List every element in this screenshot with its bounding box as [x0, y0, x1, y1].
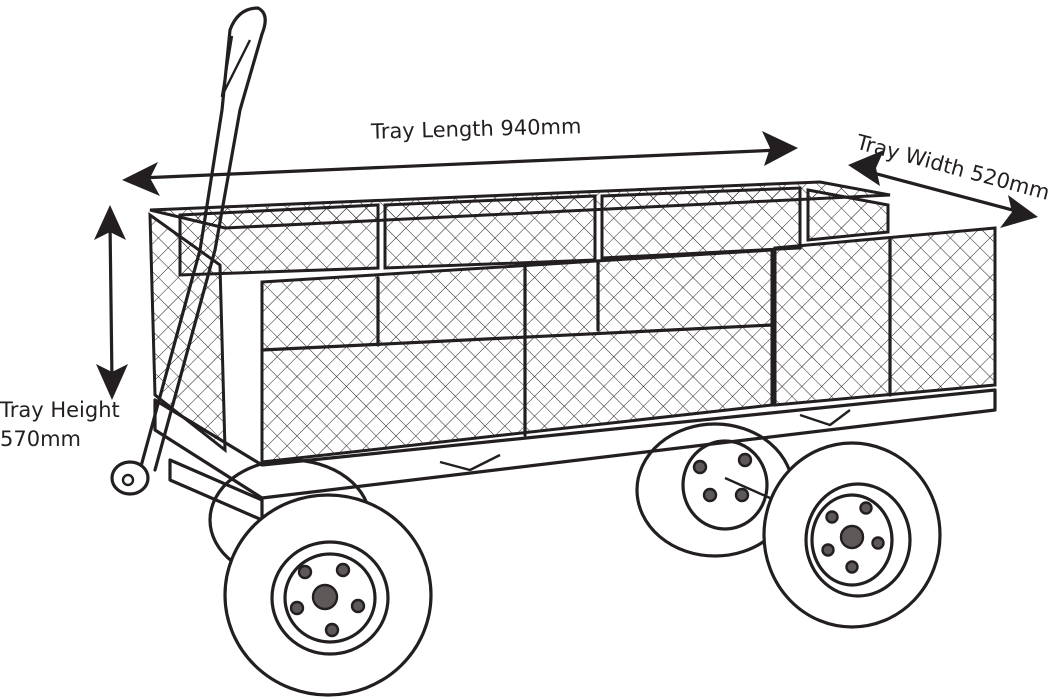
rear-right-wheel [635, 422, 795, 558]
handle [110, 6, 267, 496]
tray-height-label-line2: 570mm [0, 427, 81, 451]
tray-front-panel [260, 248, 774, 464]
tray-left-panel [148, 212, 227, 454]
width-dimension-arrow [848, 150, 1038, 228]
tray-right-panel [773, 226, 997, 407]
tray-height-label-line1: Tray Height [0, 398, 120, 422]
front-left-wheel [223, 493, 433, 697]
tray-back-panel [149, 180, 891, 277]
length-dimension-arrow [122, 131, 798, 196]
front-right-wheel [762, 441, 942, 629]
height-dimension-arrow [94, 205, 128, 400]
